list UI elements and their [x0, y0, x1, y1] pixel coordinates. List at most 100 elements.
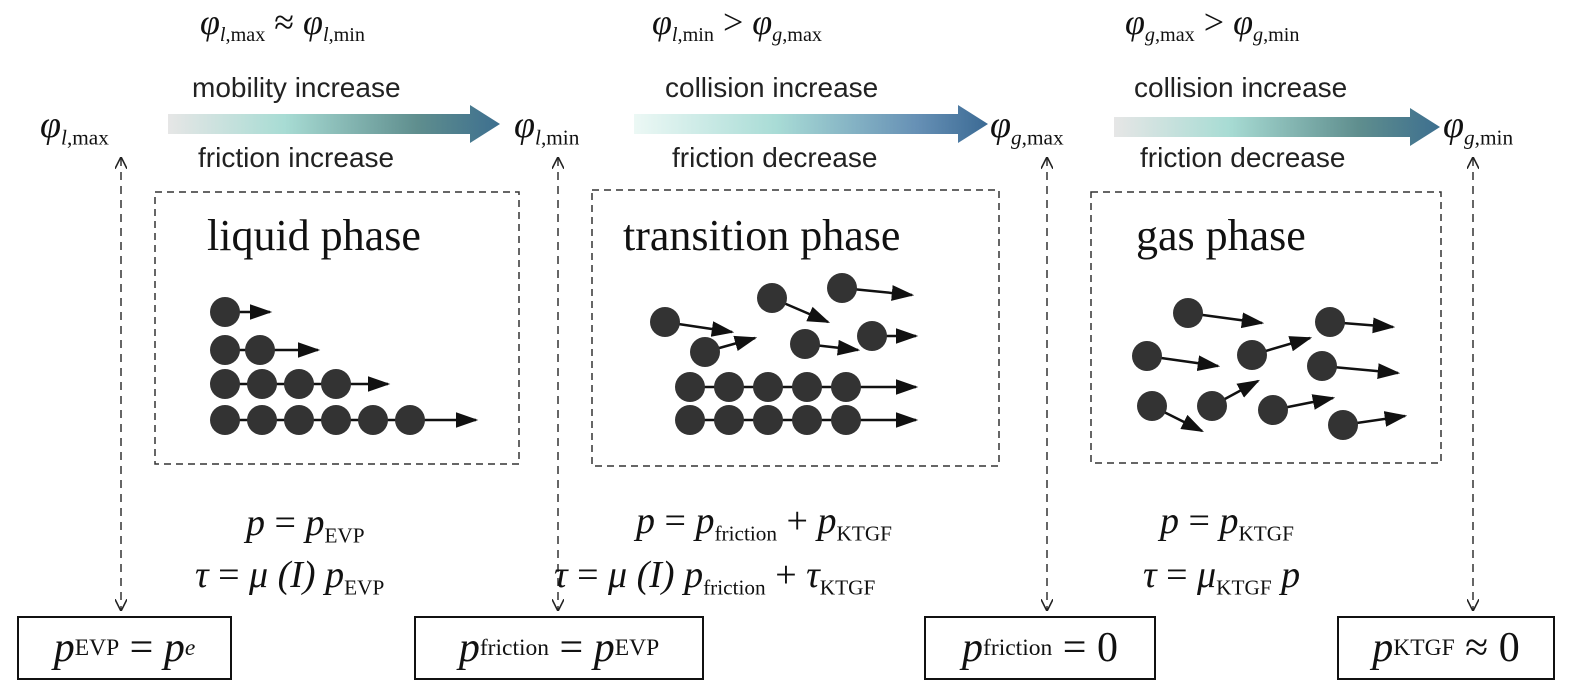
particle — [1197, 391, 1227, 421]
liquid-pressure-equation: p = pEVP — [246, 504, 365, 547]
value: 0 — [1096, 625, 1118, 671]
subscript: e — [184, 634, 196, 661]
phi-symbol: φ — [1443, 104, 1465, 146]
operator: + — [775, 554, 797, 596]
subscript: g — [1252, 24, 1264, 47]
var: p — [1281, 554, 1301, 596]
particle — [757, 283, 787, 313]
phi-symbol: φ — [990, 104, 1012, 146]
particle — [1258, 395, 1288, 425]
subscript: KTGF — [1393, 634, 1455, 661]
phi-symbol: φ — [200, 2, 220, 42]
gas-phase-label: gas phase — [1136, 211, 1306, 260]
transition-arrow-2 — [634, 105, 988, 143]
particle — [1328, 410, 1358, 440]
var: μ — [608, 554, 628, 596]
var: τ — [806, 554, 820, 596]
var: p — [305, 502, 325, 544]
operator: = — [1062, 625, 1087, 671]
operator: + — [786, 500, 808, 542]
particle — [1307, 351, 1337, 381]
subscript: ,max — [66, 125, 109, 150]
subscript: friction — [714, 521, 778, 546]
particle — [831, 372, 861, 402]
subscript: ,max — [225, 24, 266, 47]
particle — [790, 329, 820, 359]
var: p — [163, 625, 185, 671]
particle — [675, 372, 705, 402]
particle — [714, 372, 744, 402]
particle — [1137, 391, 1167, 421]
particle — [753, 372, 783, 402]
subscript: l — [219, 24, 226, 47]
transition-shear-equation: τ = μ (I) pfriction + τKTGF — [554, 556, 875, 599]
subscript: ,max — [1155, 24, 1195, 47]
subscript: g — [1464, 125, 1475, 150]
var: p — [636, 500, 655, 542]
var: p — [817, 500, 837, 542]
subscript: friction — [703, 575, 766, 600]
particle — [284, 369, 314, 399]
subscript: g — [1144, 24, 1155, 47]
transition-3-lower-note: friction decrease — [1140, 142, 1346, 173]
operator: > — [722, 2, 744, 42]
phi-symbol: φ — [652, 2, 672, 42]
gas-shear-equation: τ = μKTGF p — [1143, 556, 1300, 599]
var: p — [962, 625, 984, 671]
liquid-phase-frame — [154, 191, 520, 465]
stage-phi-g-min: φg,min — [1443, 106, 1513, 149]
subscript: l — [322, 24, 329, 47]
transition-phase-frame — [591, 189, 1000, 467]
particle — [321, 405, 351, 435]
particle — [1315, 307, 1345, 337]
subscript: ,max — [1021, 125, 1064, 150]
particle — [675, 405, 705, 435]
operator: ≈ — [1465, 625, 1489, 671]
gas-phase-frame — [1090, 191, 1442, 464]
subscript: ,min — [677, 24, 714, 47]
particle — [714, 405, 744, 435]
particle — [245, 335, 275, 365]
liquid-phase-label: liquid phase — [207, 211, 421, 260]
transition-1-condition: φl,max ≈ φl,min — [200, 4, 365, 45]
stage-phi-l-max: φl,max — [40, 106, 109, 149]
operator: = — [274, 502, 296, 544]
phi-symbol: φ — [1233, 2, 1253, 42]
phi-symbol: φ — [303, 2, 323, 42]
var: p — [593, 625, 615, 671]
var: p — [246, 502, 265, 544]
particle — [210, 297, 240, 327]
transition-phase-label: transition phase — [623, 211, 901, 260]
transition-arrow-1 — [168, 105, 500, 143]
particle — [1237, 340, 1267, 370]
gas-pressure-equation: p = pKTGF — [1160, 502, 1294, 545]
particle — [247, 369, 277, 399]
operator: > — [1203, 2, 1225, 42]
transition-arrow-3 — [1114, 108, 1440, 146]
subscript: KTGF — [1216, 575, 1272, 600]
particle — [358, 405, 388, 435]
phi-symbol: φ — [752, 2, 773, 42]
stage-phi-l-min: φl,min — [514, 106, 579, 149]
stage-phi-g-max: φg,max — [990, 106, 1064, 149]
particle — [321, 369, 351, 399]
var: p — [53, 625, 75, 671]
var: μ — [1197, 554, 1217, 596]
particle — [247, 405, 277, 435]
particle — [210, 369, 240, 399]
transition-3-condition: φg,max > φg,min — [1125, 4, 1299, 45]
subscript: friction — [983, 634, 1053, 661]
transition-pressure-equation: p = pfriction + pKTGF — [636, 502, 892, 545]
particle — [827, 273, 857, 303]
subscript: EVP — [344, 575, 385, 600]
phi-symbol: φ — [40, 104, 62, 146]
subscript: ,min — [540, 125, 580, 150]
var: p — [1219, 500, 1239, 542]
subscript: g — [1011, 125, 1022, 150]
operator: = — [559, 625, 584, 671]
particle — [650, 307, 680, 337]
